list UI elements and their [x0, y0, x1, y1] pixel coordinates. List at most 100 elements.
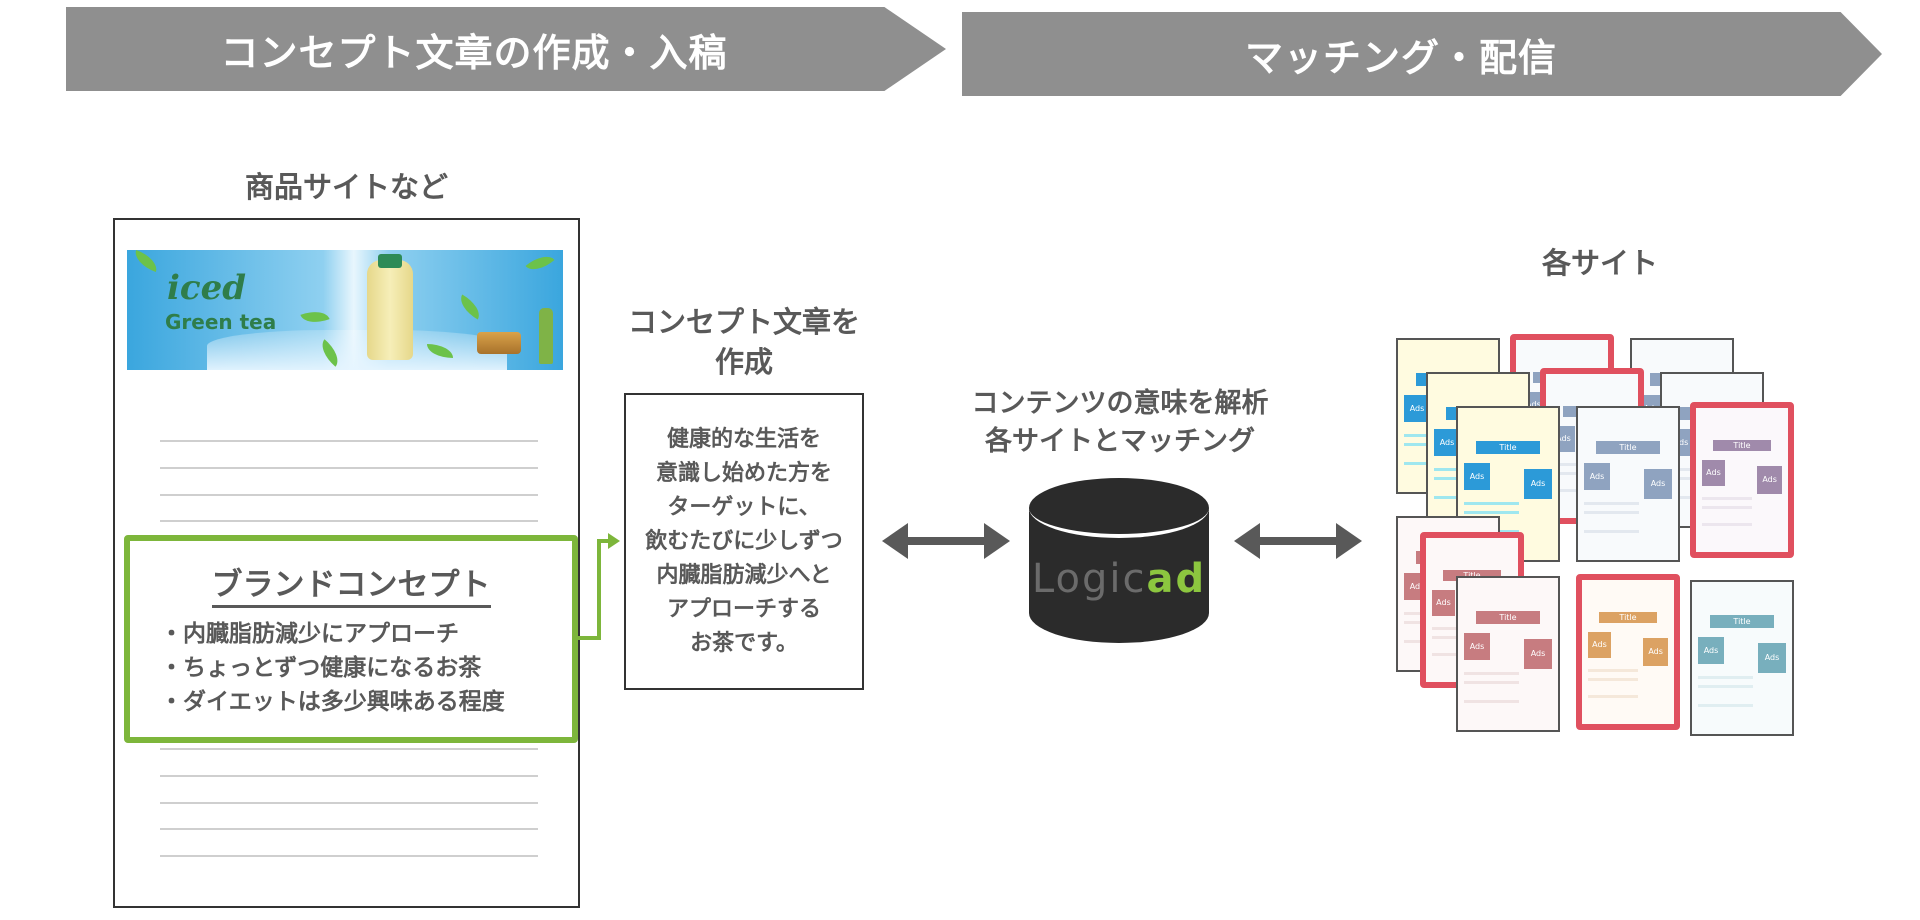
card-ad-small: Ads: [1434, 428, 1460, 457]
card-text-line: [1464, 672, 1519, 676]
card-ad-large: Ads: [1642, 637, 1669, 667]
engine-caption-line: 各サイトとマッチング: [985, 426, 1255, 457]
card-ad-large: Ads: [1756, 465, 1783, 495]
connector-line: [597, 539, 601, 640]
bottle-icon: [367, 260, 413, 360]
card-title-bar: Title: [1712, 439, 1772, 452]
concept-line: 健康的な生活を: [666, 426, 821, 452]
site-cards-cluster: TitleAdsAdsTitleAdsAdsTitleAdsAdsTitleAd…: [1380, 320, 1820, 760]
text-line-placeholder: [160, 440, 538, 442]
concept-line: 飲むたびに少しずつ: [645, 528, 843, 554]
banner-title-script: iced: [167, 268, 247, 308]
card-ad-large: Ads: [1644, 468, 1672, 500]
arrow-left-head: [882, 523, 908, 559]
text-line-placeholder: [160, 467, 538, 469]
card-title-bar: Title: [1476, 611, 1540, 624]
sites-heading: 各サイト: [1541, 246, 1658, 280]
brand-concept-title: ブランドコンセプト: [130, 559, 572, 608]
card-ad-small: Ads: [1431, 589, 1456, 616]
arrow-right-icon: [608, 533, 620, 549]
text-line-placeholder: [160, 775, 538, 777]
card-text-line: [1584, 529, 1639, 533]
phase-label-concept: コンセプト文章の作成・入稿: [220, 30, 728, 75]
ice-decoration: [207, 330, 507, 370]
card-text-line: [1464, 699, 1519, 703]
card-ad-large: Ads: [1524, 638, 1552, 670]
gold-plate-icon: [477, 332, 521, 354]
brand-concept-item: ・ダイエットは多少興味ある程度: [160, 689, 505, 715]
card-text-line: [1584, 511, 1639, 515]
card-text-line: [1587, 695, 1639, 699]
connector-line: [578, 636, 600, 640]
phase-label-matching: マッチング・配信: [1244, 35, 1557, 80]
card-title-bar: Title: [1596, 441, 1660, 454]
card-title-bar: Title: [1710, 615, 1774, 628]
card-text-line: [1698, 685, 1753, 689]
arrow-left-head: [1234, 523, 1260, 559]
product-site-heading: 商品サイトなど: [244, 170, 448, 204]
double-arrow-icon: [882, 523, 1010, 559]
card-ad-small: Ads: [1698, 636, 1724, 665]
text-line-placeholder: [160, 855, 538, 857]
arrow-right-head: [984, 523, 1010, 559]
arrow-right-head: [1336, 523, 1362, 559]
logo-text-ad: ad: [1146, 556, 1207, 602]
bottle-cap-icon: [378, 254, 402, 268]
card-text-line: [1587, 669, 1639, 673]
card-text-line: [1464, 681, 1519, 685]
brand-concept-title-text: ブランドコンセプト: [211, 567, 491, 608]
card-ad-small: Ads: [1701, 459, 1726, 486]
phase-chevron-concept: コンセプト文章の作成・入稿: [66, 7, 946, 91]
card-ad-small: Ads: [1587, 631, 1612, 658]
brand-concept-list: ・内臓脂肪減少にアプローチ ・ちょっとずつ健康になるお茶 ・ダイエットは多少興味…: [160, 617, 505, 719]
mini-bottle-icon: [539, 308, 553, 364]
text-line-placeholder: [160, 828, 538, 830]
text-line-placeholder: [160, 494, 538, 496]
card-text-line: [1701, 505, 1753, 509]
brand-concept-box: ブランドコンセプト ・内臓脂肪減少にアプローチ ・ちょっとずつ健康になるお茶 ・…: [124, 535, 578, 743]
concept-sentence-heading: コンセプト文章を 作成: [600, 302, 888, 382]
card-ad-small: Ads: [1464, 632, 1490, 661]
card-text-line: [1698, 676, 1753, 680]
concept-sentence-box: 健康的な生活を 意識し始めた方を ターゲットに、 飲むたびに少しずつ 内臓脂肪減…: [624, 393, 864, 690]
concept-line: アプローチする: [666, 596, 821, 622]
text-line-placeholder: [160, 520, 538, 522]
connector-line: [597, 539, 610, 543]
text-line-placeholder: [160, 802, 538, 804]
double-arrow-icon: [1234, 523, 1362, 559]
text-line-placeholder: [160, 748, 538, 750]
card-text-line: [1587, 677, 1639, 681]
card-title-bar: Title: [1442, 569, 1502, 582]
product-banner-image: iced Green tea: [127, 250, 563, 370]
brand-concept-item: ・ちょっとずつ健康になるお茶: [160, 655, 482, 681]
engine-caption: コンテンツの意味を解析 各サイトとマッチング: [930, 385, 1310, 461]
db-top: [1029, 478, 1209, 538]
leaf-icon: [525, 250, 555, 277]
concept-line: 内臓脂肪減少へと: [656, 562, 832, 588]
logicad-logo: Logicad: [1029, 556, 1209, 602]
leaf-icon: [300, 305, 330, 329]
brand-concept-item: ・内臓脂肪減少にアプローチ: [160, 621, 459, 647]
card-title-bar: Title: [1598, 611, 1658, 624]
card-ad-small: Ads: [1464, 462, 1490, 491]
card-text-line: [1701, 497, 1753, 501]
card-text-line: [1698, 703, 1753, 707]
leaf-icon: [455, 294, 485, 320]
phase-chevron-matching: マッチング・配信: [962, 12, 1882, 96]
concept-sentence-text: 健康的な生活を 意識し始めた方を ターゲットに、 飲むたびに少しずつ 内臓脂肪減…: [645, 423, 843, 661]
concept-heading-line: 作成: [714, 345, 773, 379]
engine-caption-line: コンテンツの意味を解析: [971, 388, 1269, 419]
concept-line: ターゲットに、: [667, 494, 821, 520]
concept-heading-line: コンセプト文章を: [627, 305, 860, 339]
card-text-line: [1584, 502, 1639, 506]
leaf-icon: [131, 250, 161, 273]
arrow-shaft: [1254, 537, 1342, 545]
card-title-bar: Title: [1476, 441, 1540, 454]
card-text-line: [1464, 511, 1519, 515]
card-ad-large: Ads: [1524, 468, 1552, 500]
